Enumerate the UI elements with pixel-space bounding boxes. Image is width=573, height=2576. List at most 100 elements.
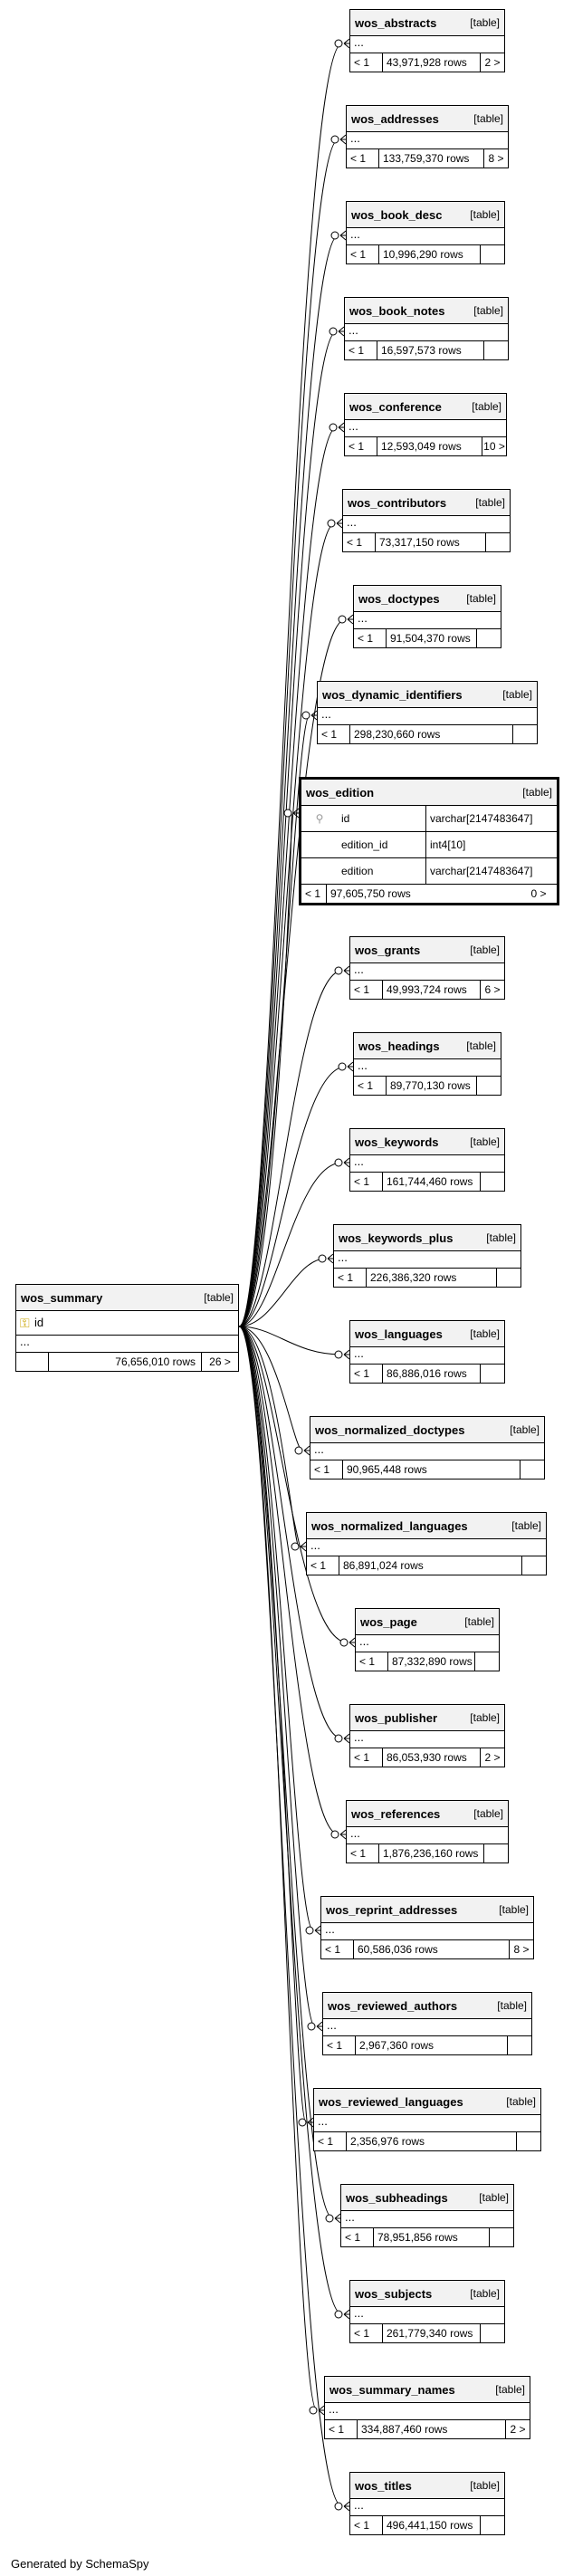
parents-count: < 1: [325, 2420, 358, 2438]
relationship-line: [238, 1066, 347, 1327]
zero-or-more-marker: [298, 2118, 307, 2127]
zero-or-more-marker: [334, 1350, 343, 1359]
relationship-line: [238, 1326, 339, 1835]
ellipsis-row: ...: [350, 1731, 504, 1748]
table-wos-summary[interactable]: wos_summary [table] ⚿ id ... 76,656,010 …: [15, 1284, 239, 1372]
table-type: [table]: [502, 688, 532, 701]
ellipsis-row: ...: [341, 2211, 513, 2228]
ellipsis-row: ...: [350, 963, 504, 981]
table-type: [table]: [479, 2191, 509, 2204]
table-type: [table]: [473, 1807, 503, 1820]
relationship-line: [238, 1326, 300, 1547]
column-name: edition: [338, 858, 426, 884]
row-count: 91,504,370 rows: [387, 629, 477, 647]
children-count: [481, 1365, 504, 1383]
zero-or-more-marker: [283, 809, 292, 818]
children-count: 6 >: [484, 983, 501, 996]
crowfoot-marker: [300, 1541, 307, 1552]
zero-or-more-marker: [338, 615, 347, 624]
table-header: wos_abstracts[table]: [350, 10, 504, 36]
column-row: ⚿ id: [16, 1311, 238, 1336]
ellipsis-row: ...: [318, 708, 537, 725]
relationship-line: [238, 139, 339, 1327]
zero-or-more-marker: [329, 327, 338, 336]
relationship-line: [238, 1258, 327, 1327]
children-count: [484, 1844, 508, 1863]
crowfoot-marker: [343, 2309, 350, 2320]
row-count: 60,586,036 rows: [354, 1940, 510, 1958]
table-footer: 76,656,010 rows 26 >: [16, 1353, 238, 1371]
table-type: [table]: [466, 1039, 496, 1052]
ellipsis-row: ...: [350, 1347, 504, 1365]
row-count: 73,317,150 rows: [376, 533, 486, 551]
zero-or-more-marker: [318, 1254, 327, 1263]
ellipsis-row: ...: [345, 324, 508, 341]
children-count: [484, 341, 508, 359]
row-count: 10,996,290 rows: [379, 245, 481, 263]
table-name: wos_subheadings: [346, 2190, 448, 2205]
parents-count: < 1: [345, 341, 377, 359]
table-type: [table]: [472, 400, 501, 413]
zero-or-more-marker: [307, 2022, 316, 2031]
table-type: [table]: [522, 786, 552, 799]
zero-or-more-marker: [301, 711, 310, 720]
relationship-line: [238, 1326, 349, 1643]
children-count: [486, 533, 510, 551]
ellipsis-row: ...: [350, 2499, 504, 2516]
row-count: 97,605,750 rows: [330, 887, 411, 900]
table-type: [table]: [475, 496, 505, 509]
table-wos-edition[interactable]: wos_edition [table] ⚲ id varchar[2147483…: [299, 777, 559, 905]
row-count: 86,886,016 rows: [383, 1365, 481, 1383]
ellipsis-row: ...: [350, 2307, 504, 2324]
table-name: wos_addresses: [351, 111, 439, 126]
parents-count: < 1: [347, 149, 379, 168]
crowfoot-marker: [347, 1061, 354, 1072]
table-type: [table]: [470, 1327, 500, 1340]
ellipsis-row: ...: [354, 612, 501, 629]
crowfoot-marker: [338, 422, 345, 433]
zero-or-more-marker: [305, 1926, 314, 1935]
row-count: 87,332,890 rows: [388, 1652, 475, 1671]
ellipsis-row: ...: [343, 516, 510, 533]
column-name: id: [34, 1316, 44, 1329]
table-header: wos_doctypes[table]: [354, 586, 501, 612]
row-count: 1,876,236,160 rows: [379, 1844, 484, 1863]
children-count: [517, 2132, 540, 2150]
table-header: wos_addresses[table]: [347, 106, 508, 132]
table-name: wos_titles: [355, 2478, 412, 2493]
zero-or-more-marker: [334, 966, 343, 975]
table-type: [table]: [470, 1711, 500, 1724]
table-type: [table]: [470, 2287, 500, 2300]
table-header: wos_summary [table]: [16, 1285, 238, 1311]
table-header: wos_publisher[table]: [350, 1705, 504, 1731]
